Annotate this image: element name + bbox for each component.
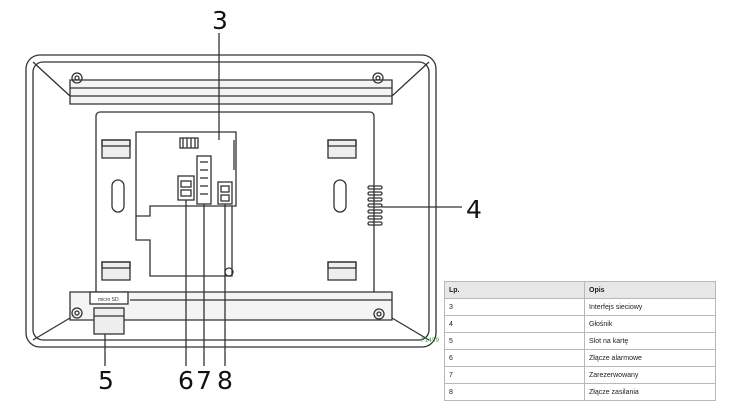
mount-tab [101, 261, 131, 281]
cell-opis: Złącze alarmowe [584, 349, 716, 367]
table-row: 7 Zarezerwowany [444, 366, 716, 384]
reserved-connector [196, 155, 212, 205]
network-port [179, 137, 199, 149]
callout-4: 4 [466, 195, 482, 224]
bottom-bar [69, 291, 393, 321]
cell-lp: 4 [444, 315, 585, 333]
screw-bottom-left [71, 307, 83, 319]
sd-slot-housing [89, 291, 129, 305]
screw-top-left [71, 72, 83, 84]
table-row: 8 Złącze zasilania [444, 383, 716, 401]
cell-opis: Złącze zasilania [584, 383, 716, 401]
cell-lp: 6 [444, 349, 585, 367]
callout-7: 7 [196, 366, 212, 395]
cell-lp: 8 [444, 383, 585, 401]
model-tag: P1459 [421, 337, 440, 344]
speaker-grille [367, 185, 383, 226]
table-row: 5 Slot na kartę [444, 332, 716, 350]
keyhole-slot [111, 179, 125, 213]
table-header-row: Lp. Opis [444, 281, 716, 299]
sd-card [93, 307, 125, 335]
table-row: 4 Głośnik [444, 315, 716, 333]
callout-3: 3 [212, 6, 228, 35]
cell-opis: Interfejs sieciowy [584, 298, 716, 316]
cell-lp: 3 [444, 298, 585, 316]
cell-opis: Zarezerwowany [584, 366, 716, 384]
top-bar [69, 79, 393, 105]
inner-frame [32, 61, 430, 341]
callout-8: 8 [217, 366, 233, 395]
sd-label: micro SD [98, 297, 119, 303]
cell-opis: Slot na kartę [584, 332, 716, 350]
header-lp: Lp. [444, 281, 585, 299]
cell-opis: Głośnik [584, 315, 716, 333]
mount-tab [327, 261, 357, 281]
screw-top-right [372, 72, 384, 84]
keyhole-slot [333, 179, 347, 213]
callout-6: 6 [178, 366, 194, 395]
table-row: 3 Interfejs sieciowy [444, 298, 716, 316]
cell-lp: 7 [444, 366, 585, 384]
screw-bottom-right [373, 308, 385, 320]
header-opis: Opis [584, 281, 716, 299]
mount-tab [327, 139, 357, 159]
mount-tab [101, 139, 131, 159]
cell-lp: 5 [444, 332, 585, 350]
callout-5: 5 [98, 366, 114, 395]
table-row: 6 Złącze alarmowe [444, 349, 716, 367]
parts-table: Lp. Opis 3 Interfejs sieciowy 4 Głośnik … [444, 281, 716, 401]
